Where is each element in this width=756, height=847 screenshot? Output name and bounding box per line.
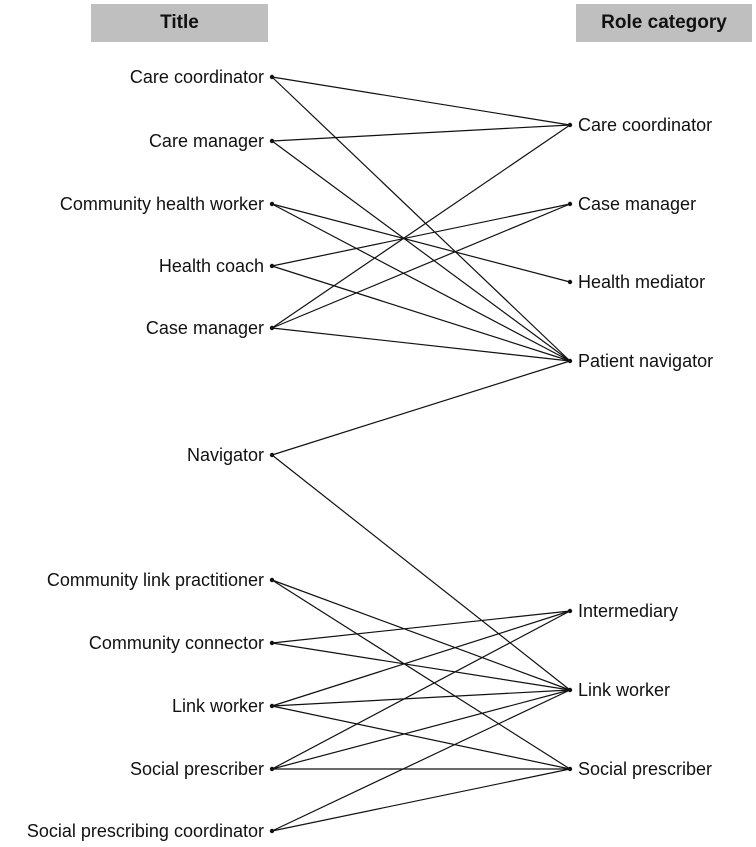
edge-L9-R5 — [271, 689, 571, 770]
node-dot-L4 — [269, 325, 275, 331]
role-category-node-label: Link worker — [578, 680, 671, 700]
title-node-label: Community connector — [88, 633, 264, 653]
edge-L1-R3 — [271, 140, 571, 362]
node-dot-L10 — [269, 828, 275, 834]
title-node-label: Social prescribing coordinator — [26, 821, 264, 841]
node-dot-L7 — [269, 640, 275, 646]
edge-L3-R1 — [271, 203, 571, 267]
edge-L1-R0 — [271, 124, 571, 142]
title-node-label: Link worker — [171, 696, 264, 716]
node-dot-L5 — [269, 452, 275, 458]
edge-L0-R0 — [271, 76, 571, 126]
node-dot-L9 — [269, 766, 275, 772]
edge-L10-R5 — [271, 689, 571, 832]
edge-L3-R3 — [271, 265, 571, 362]
title-node-label: Care coordinator — [129, 67, 264, 87]
edge-L2-R2 — [271, 203, 571, 283]
node-dot-R4 — [567, 608, 573, 614]
edge-L2-R3 — [271, 203, 571, 362]
edge-L0-R3 — [271, 76, 571, 362]
node-dot-L2 — [269, 201, 275, 207]
edge-L7-R4 — [271, 610, 571, 644]
edge-L8-R5 — [271, 689, 571, 707]
node-dot-R2 — [567, 279, 573, 285]
role-category-node-label: Health mediator — [578, 272, 706, 292]
role-category-node-label: Social prescriber — [578, 759, 713, 779]
edge-L5-R3 — [271, 360, 571, 456]
edge-L6-R5 — [271, 579, 571, 691]
node-dot-L3 — [269, 263, 275, 269]
node-dot-R0 — [567, 122, 573, 128]
role-category-node-label: Intermediary — [578, 601, 679, 621]
node-dot-R6 — [567, 766, 573, 772]
role-category-node-label: Care coordinator — [578, 115, 713, 135]
node-dot-L8 — [269, 703, 275, 709]
node-dot-R5 — [567, 687, 573, 693]
node-dot-R3 — [567, 358, 573, 364]
edge-L5-R5 — [271, 454, 571, 691]
title-column-header: Title — [91, 4, 268, 42]
node-dot-R1 — [567, 201, 573, 207]
role-category-node-label: Patient navigator — [578, 351, 714, 371]
title-node-label: Navigator — [186, 445, 264, 465]
title-node-label: Case manager — [145, 318, 264, 338]
node-dot-L1 — [269, 138, 275, 144]
edge-L10-R6 — [271, 768, 571, 832]
edge-L7-R5 — [271, 642, 571, 691]
edge-L4-R3 — [271, 327, 571, 362]
title-node-label: Social prescriber — [129, 759, 264, 779]
title-node-label: Community health worker — [59, 194, 264, 214]
edge-L8-R6 — [271, 705, 571, 770]
title-node-label: Health coach — [158, 256, 264, 276]
node-dot-L6 — [269, 577, 275, 583]
title-node-label: Community link practitioner — [46, 570, 264, 590]
title-node-label: Care manager — [148, 131, 264, 151]
role-category-node-label: Case manager — [578, 194, 697, 214]
role-category-column-header: Role category — [576, 4, 752, 42]
edge-L4-R1 — [271, 203, 571, 329]
edge-L6-R6 — [271, 579, 571, 770]
edge-L9-R4 — [271, 610, 571, 770]
edge-L8-R4 — [271, 610, 571, 707]
node-dot-L0 — [269, 74, 275, 80]
edge-L4-R0 — [271, 124, 571, 329]
